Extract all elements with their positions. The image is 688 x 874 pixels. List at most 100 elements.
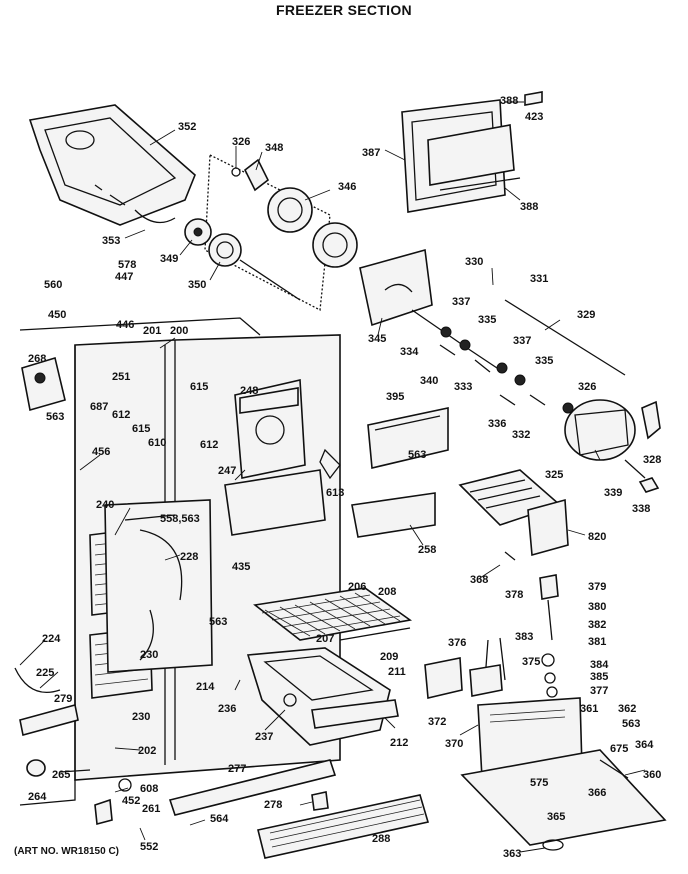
part-label: 423 [525, 111, 543, 123]
ice-maker-motor-illustration [562, 399, 661, 493]
part-label: 202 [138, 745, 156, 757]
art-number: (ART NO. WR18150 C) [14, 846, 120, 857]
part-label: 575 [530, 777, 548, 789]
machine-compartment-illustration [460, 697, 667, 851]
part-label: 820 [588, 531, 606, 543]
part-label: 456 [92, 446, 110, 458]
part-label: 329 [577, 309, 595, 321]
evaporator-illustration [89, 499, 213, 699]
part-label: 370 [445, 738, 463, 750]
part-label: 337 [513, 335, 531, 347]
part-label: 615 [132, 423, 150, 435]
part-label: 384 [590, 659, 609, 671]
part-label: 211 [388, 666, 406, 678]
dispenser-door-illustration [401, 91, 543, 213]
part-label: 230 [140, 649, 158, 661]
part-label: 362 [618, 703, 636, 715]
part-label: 360 [643, 769, 661, 781]
part-label: 337 [452, 296, 470, 308]
part-label: 552 [140, 841, 158, 853]
part-label: 563 [408, 449, 426, 461]
part-label: 363 [503, 848, 521, 860]
part-label: 612 [200, 439, 218, 451]
part-label: 376 [448, 637, 466, 649]
part-label: 333 [454, 381, 472, 393]
part-label: 563 [46, 411, 64, 423]
part-label: 334 [400, 346, 419, 358]
part-labels: 352 326 348 346 387 388 423 388 353 349 … [28, 95, 661, 860]
ice-maker-illustration [458, 469, 569, 561]
part-label: 608 [140, 783, 158, 795]
part-label: 352 [178, 121, 196, 133]
part-label: 563 [622, 718, 640, 730]
bracket-268-illustration [21, 356, 66, 412]
part-label: 264 [28, 791, 47, 803]
part-label: 675 [610, 743, 628, 755]
part-label: 248 [240, 385, 258, 397]
part-label: 207 [316, 633, 334, 645]
part-label: 339 [604, 487, 622, 499]
part-label: 558,563 [160, 513, 200, 525]
part-label: 336 [488, 418, 506, 430]
part-label: 200 [170, 325, 188, 337]
part-label: 379 [588, 581, 606, 593]
part-label: 578 [118, 259, 136, 271]
part-label: 208 [378, 586, 396, 598]
part-label: 353 [102, 235, 120, 247]
part-label: 447 [115, 271, 133, 283]
part-label: 381 [588, 636, 606, 648]
part-label: 237 [255, 731, 273, 743]
part-label: 387 [362, 147, 380, 159]
part-label: 612 [112, 409, 130, 421]
diagram-title: FREEZER SECTION [276, 2, 412, 18]
part-label: 435 [232, 561, 250, 573]
part-label: 378 [505, 589, 523, 601]
part-label: 388 [520, 201, 538, 213]
ice-bucket-illustration [28, 104, 196, 226]
part-label: 212 [390, 737, 408, 749]
part-label: 288 [372, 833, 390, 845]
part-label: 395 [386, 391, 404, 403]
part-label: 335 [478, 314, 496, 326]
part-label: 278 [264, 799, 282, 811]
part-label: 380 [588, 601, 606, 613]
part-label: 247 [218, 465, 236, 477]
auger-assembly-illustration [184, 153, 358, 312]
part-label: 446 [116, 319, 134, 331]
part-label: 338 [632, 503, 650, 515]
fan-bracket-illustration [224, 379, 341, 536]
part-label: 214 [196, 681, 215, 693]
part-label: 563 [209, 616, 227, 628]
plate-395-illustration [367, 407, 449, 469]
part-label: 206 [348, 581, 366, 593]
part-label: 613 [326, 487, 344, 499]
part-label: 382 [588, 619, 606, 631]
part-label: 365 [547, 811, 565, 823]
part-label: 326 [232, 136, 250, 148]
part-label: 368 [470, 574, 488, 586]
part-label: 258 [418, 544, 436, 556]
part-label: 346 [338, 181, 356, 193]
part-label: 230 [132, 711, 150, 723]
part-label: 224 [42, 633, 61, 645]
part-label: 335 [535, 355, 553, 367]
part-label: 201 [143, 325, 161, 337]
part-label: 610 [148, 437, 166, 449]
part-label: 350 [188, 279, 206, 291]
part-label: 240 [96, 499, 114, 511]
cam-plate-illustration [359, 248, 626, 406]
part-label: 332 [512, 429, 530, 441]
part-label: 330 [465, 256, 483, 268]
part-label: 564 [210, 813, 229, 825]
part-label: 348 [265, 142, 283, 154]
part-label: 261 [142, 803, 160, 815]
part-label: 364 [635, 739, 654, 751]
part-label: 326 [578, 381, 596, 393]
part-label: 265 [52, 769, 70, 781]
part-label: 251 [112, 371, 130, 383]
part-label: 366 [588, 787, 606, 799]
part-label: 372 [428, 716, 446, 728]
part-label: 385 [590, 671, 608, 683]
part-label: 615 [190, 381, 208, 393]
part-label: 452 [122, 795, 140, 807]
